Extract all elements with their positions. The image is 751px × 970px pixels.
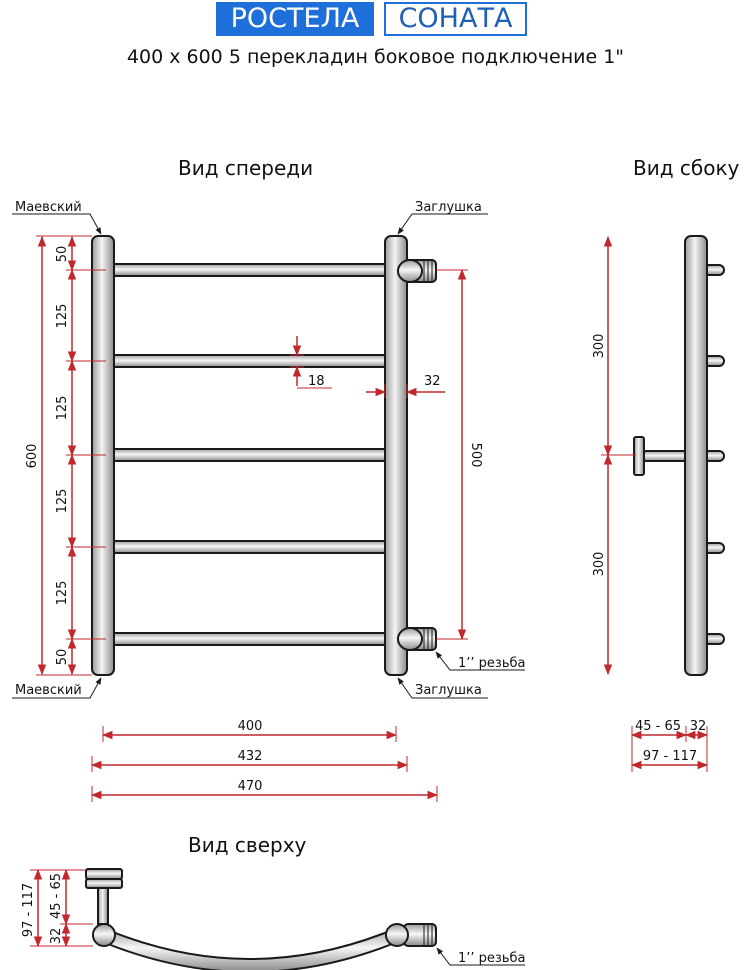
dim-side-upper: 300 (592, 334, 607, 359)
dim-front-v-5: 125 (55, 581, 70, 606)
side-view-title: Вид сбоку (633, 156, 740, 180)
top-connector (397, 259, 437, 283)
side-pipe (684, 235, 708, 676)
dim-top-total: 97 - 117 (21, 883, 36, 937)
dim-side-lower: 300 (592, 552, 607, 577)
dim-width-470: 470 (238, 779, 263, 794)
dim-top-pipe: 32 (49, 928, 64, 945)
rung-4 (105, 540, 393, 554)
label-mayevsky-top: Маевский (15, 200, 82, 215)
dim-front-v-1: 50 (55, 246, 70, 263)
dim-front-v-6: 50 (55, 649, 70, 666)
dim-front-v-2: 125 (55, 304, 70, 329)
label-mayevsky-bottom: Маевский (15, 683, 82, 698)
right-pipe (384, 235, 408, 676)
dim-side-pipe: 32 (690, 719, 707, 734)
top-view-drawing: 1’’ резьба 97 - 117 45 - 65 32 (21, 868, 525, 970)
product-subtitle: 400 х 600 5 перекладин боковое подключен… (126, 46, 625, 68)
label-thread-top: 1’’ резьба (458, 951, 525, 966)
rung-1 (105, 263, 393, 277)
dim-width-432: 432 (238, 749, 263, 764)
rung-2 (105, 354, 393, 368)
label-plug-top: Заглушка (415, 200, 482, 215)
rung-5 (105, 632, 393, 646)
bottom-connector (397, 627, 437, 651)
rung-3 (105, 448, 393, 462)
brand-logo-secondary: СОНАТА (384, 2, 527, 36)
dim-bar-diameter: 18 (308, 374, 325, 389)
dim-width-400: 400 (238, 719, 263, 734)
dim-front-v-3: 125 (55, 396, 70, 421)
dim-total-height: 600 (25, 444, 40, 469)
dim-front-v-4: 125 (55, 489, 70, 514)
dim-top-offset: 45 - 65 (49, 873, 64, 919)
front-view-drawing: Маевский Маевский Заглушка Заглушка 1’’ … (12, 200, 525, 802)
front-view-title: Вид спереди (178, 156, 314, 180)
label-plug-bottom: Заглушка (415, 683, 482, 698)
dim-side-wall-offset: 45 - 65 (635, 719, 681, 734)
dim-center-distance: 500 (468, 443, 483, 468)
dim-pipe-diameter: 32 (424, 374, 441, 389)
top-view-title: Вид сверху (188, 833, 307, 857)
label-thread-front: 1’’ резьба (458, 656, 525, 671)
side-view-drawing: 300 300 45 - 65 32 97 - 117 (592, 235, 725, 772)
dim-side-total: 97 - 117 (643, 749, 697, 764)
brand-logo-primary: РОСТЕЛА (216, 2, 374, 36)
